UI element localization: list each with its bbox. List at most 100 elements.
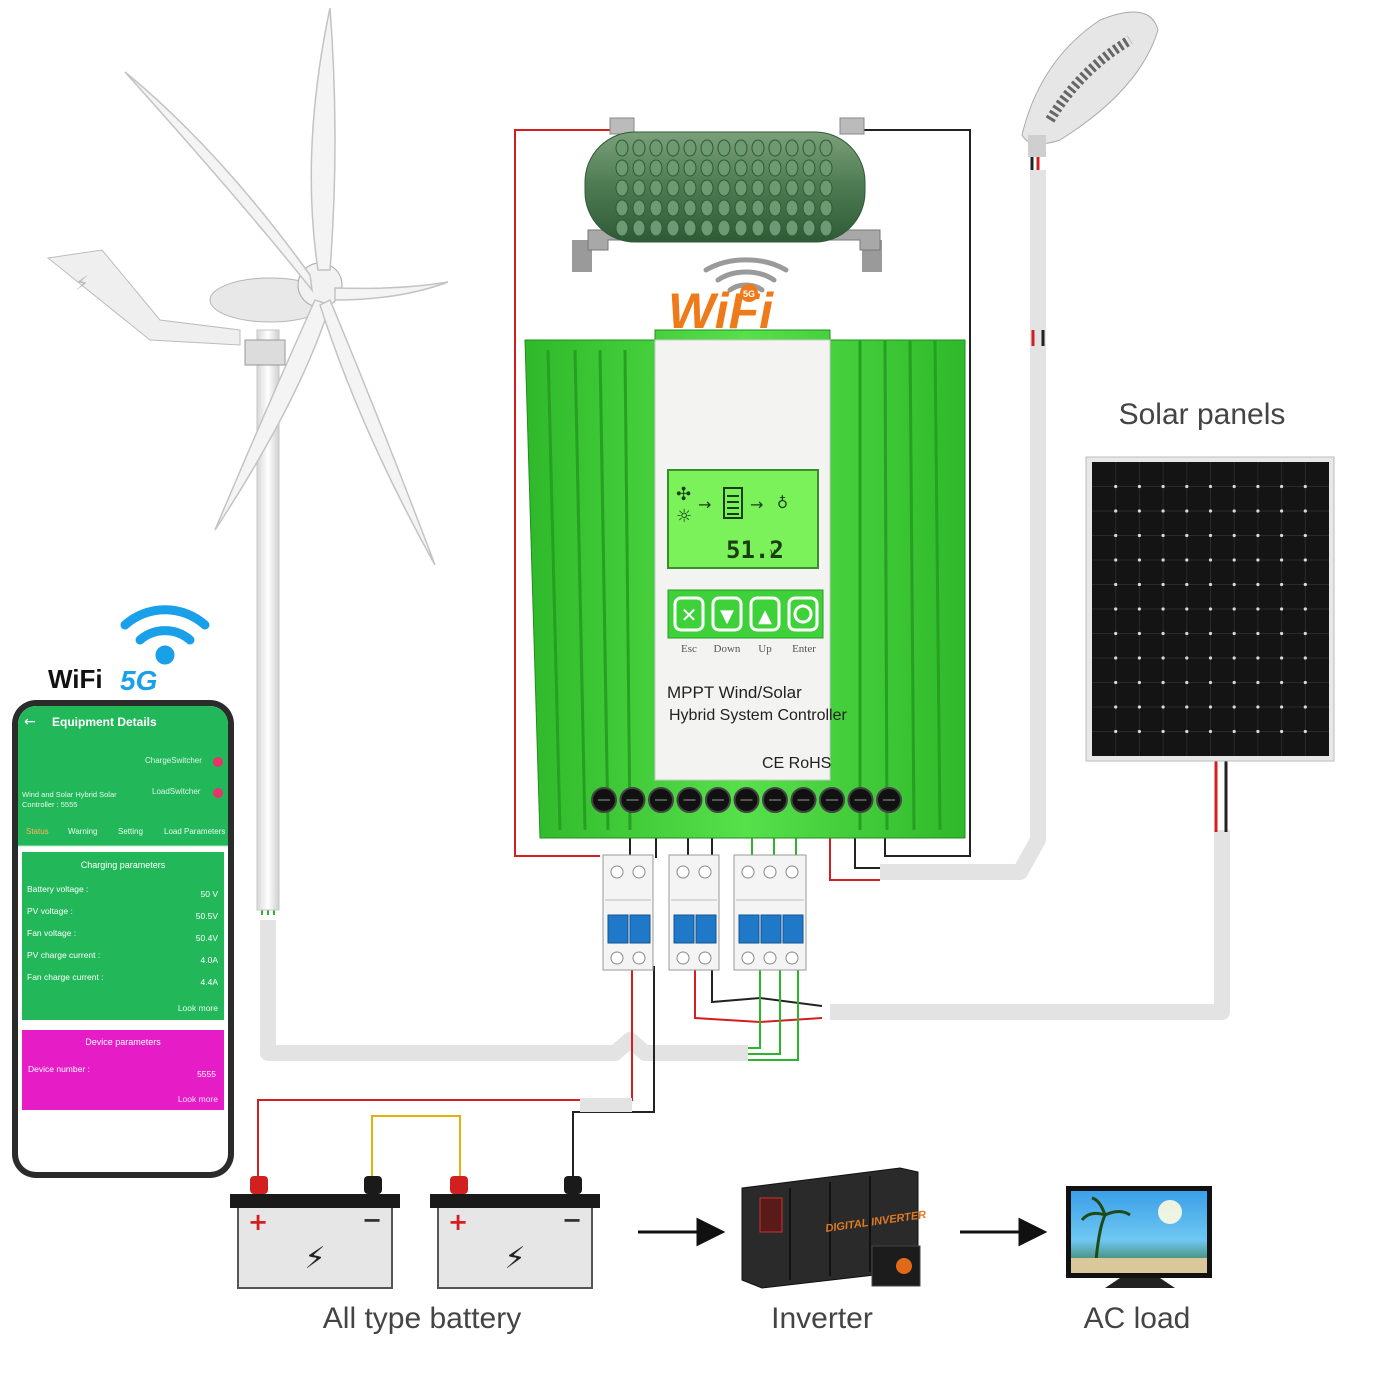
battery: + − ⚡	[230, 1176, 400, 1289]
lightning-icon: ⚡	[304, 1241, 325, 1276]
lightning-icon: ⚡	[504, 1241, 525, 1276]
button-label-esc: Esc	[681, 643, 697, 655]
lamp-cable	[880, 170, 1046, 880]
controller-wifi-5g: 5G	[743, 289, 755, 299]
phone-tab[interactable]: Load Parameters	[164, 827, 225, 836]
sun-icon: ☼	[676, 506, 692, 527]
turbine-blades	[124, 7, 449, 566]
charging-parameters-title: Charging parameters	[81, 860, 166, 870]
charging-row-value: 4.0A	[201, 955, 219, 965]
device-number-label: Device number :	[28, 1064, 90, 1074]
charging-row-value: 50 V	[201, 889, 219, 899]
flow-arrows	[638, 1217, 1048, 1247]
load-switcher-label: LoadSwitcher	[152, 787, 201, 796]
charging-row-label: Fan charge current :	[27, 972, 104, 982]
phone-tab[interactable]: Setting	[118, 827, 143, 836]
wind-cable	[260, 920, 748, 1061]
solar-panel: Solar panels	[1085, 398, 1335, 762]
controller-cert: CE RoHS	[762, 755, 831, 772]
plus-icon: +	[248, 1208, 268, 1236]
solar-cell-grid	[1092, 462, 1329, 756]
turbine-tail-fin	[46, 249, 241, 346]
solar-panels-label: Solar panels	[1119, 398, 1286, 431]
wifi-5g-badge: WiFi 5G	[48, 605, 210, 696]
device-parameters-card	[22, 1030, 224, 1110]
enter-button[interactable]	[787, 596, 819, 632]
app-header-title: Equipment Details	[52, 715, 157, 729]
positive-terminal	[250, 1176, 268, 1194]
wind-turbine: ⚡	[46, 7, 449, 911]
breaker[interactable]	[733, 854, 807, 971]
sun-icon	[1158, 1200, 1182, 1224]
button-label-enter: Enter	[792, 643, 816, 655]
inverter: DIGITAL INVERTER	[741, 1167, 927, 1289]
battery-caption: All type battery	[323, 1302, 521, 1335]
svg-text:⚡: ⚡	[75, 271, 89, 295]
wiring	[257, 129, 1230, 1182]
minus-icon: −	[562, 1206, 582, 1234]
minus-icon: −	[362, 1206, 382, 1234]
solar-cable	[830, 830, 1230, 1020]
device-number-value: 5555	[197, 1069, 216, 1079]
up-button[interactable]: ▲	[749, 596, 781, 632]
charging-row-value: 50.5V	[196, 911, 219, 921]
look-more-link-2[interactable]: Look more	[178, 1094, 218, 1104]
inverter-caption: Inverter	[771, 1302, 873, 1335]
charging-row-value: 4.4A	[201, 977, 219, 987]
ac-load-tv	[1066, 1186, 1212, 1288]
battery-cable-black	[572, 966, 655, 1182]
lcd-unit: V	[770, 549, 776, 559]
breaker[interactable]	[668, 854, 720, 971]
phone-tab[interactable]: Warning	[68, 827, 98, 836]
lcd-voltage: 51.2	[726, 536, 784, 564]
smartphone-app: ← Equipment Details ChargeSwitcher Wind …	[12, 700, 234, 1178]
arrow-icon-2: →	[750, 495, 763, 514]
negative-terminal	[364, 1176, 382, 1194]
charging-row-label: PV voltage :	[27, 906, 73, 916]
plus-icon: +	[448, 1208, 468, 1236]
charging-rows: Battery voltage : 50 V PV voltage : 50.5V Fa…	[27, 884, 218, 987]
phone-tabs: Status Warning Setting Load Parameters	[26, 827, 225, 836]
turbine-pole	[256, 329, 280, 911]
positive-terminal	[450, 1176, 468, 1194]
charge-switcher-toggle[interactable]	[213, 757, 223, 767]
charging-row-label: Fan voltage :	[27, 928, 76, 938]
battery-cable-red	[257, 966, 633, 1182]
charge-switcher-label: ChargeSwitcher	[145, 756, 202, 765]
wifi-signal-icon	[120, 605, 210, 665]
charging-row-value: 50.4V	[196, 933, 219, 943]
wifi-badge-text: WiFi	[48, 664, 103, 694]
chevron-up-icon: ▲	[758, 606, 772, 627]
battery-level-icon	[723, 487, 743, 519]
device-name: Wind and Solar Hybrid Solar Controller :…	[22, 790, 119, 809]
breaker[interactable]	[602, 854, 654, 971]
charging-row-label: PV charge current :	[27, 950, 100, 960]
charging-row-label: Battery voltage :	[27, 884, 88, 894]
dump-load-wire-red	[514, 129, 615, 857]
dump-load-resistor	[572, 117, 882, 272]
phone-tab[interactable]: Status	[26, 827, 49, 836]
button-label-up: Up	[758, 643, 772, 655]
bulb-icon: ♁	[777, 494, 788, 512]
esc-button[interactable]: ✕	[673, 596, 705, 632]
street-lamp	[1021, 11, 1159, 157]
controller-title-line1: MPPT Wind/Solar	[667, 683, 802, 702]
controller-wifi-logo: WiFi 5G	[668, 257, 789, 339]
load-switcher-toggle[interactable]	[213, 788, 223, 798]
batteries: + − ⚡ + − ⚡	[230, 1176, 600, 1289]
wifi-badge-5g: 5G	[120, 665, 157, 696]
look-more-link[interactable]: Look more	[178, 1003, 218, 1013]
battery-link-yellow	[371, 1115, 461, 1182]
hybrid-controller: ✣ ☼ → → ♁ 51.2 V ✕ ▼ ▲ Esc	[524, 329, 966, 839]
fan-icon: ✣	[676, 484, 691, 505]
device-parameters-title: Device parameters	[85, 1037, 161, 1047]
button-label-down: Down	[714, 643, 741, 655]
negative-terminal	[564, 1176, 582, 1194]
chevron-down-icon: ▼	[720, 606, 734, 627]
down-button[interactable]: ▼	[711, 596, 743, 632]
ac-load-caption: AC load	[1084, 1302, 1191, 1335]
controller-title-line2: Hybrid System Controller	[669, 707, 848, 724]
dump-load-wire-black	[860, 129, 971, 857]
back-arrow-icon[interactable]: ←	[24, 714, 36, 730]
